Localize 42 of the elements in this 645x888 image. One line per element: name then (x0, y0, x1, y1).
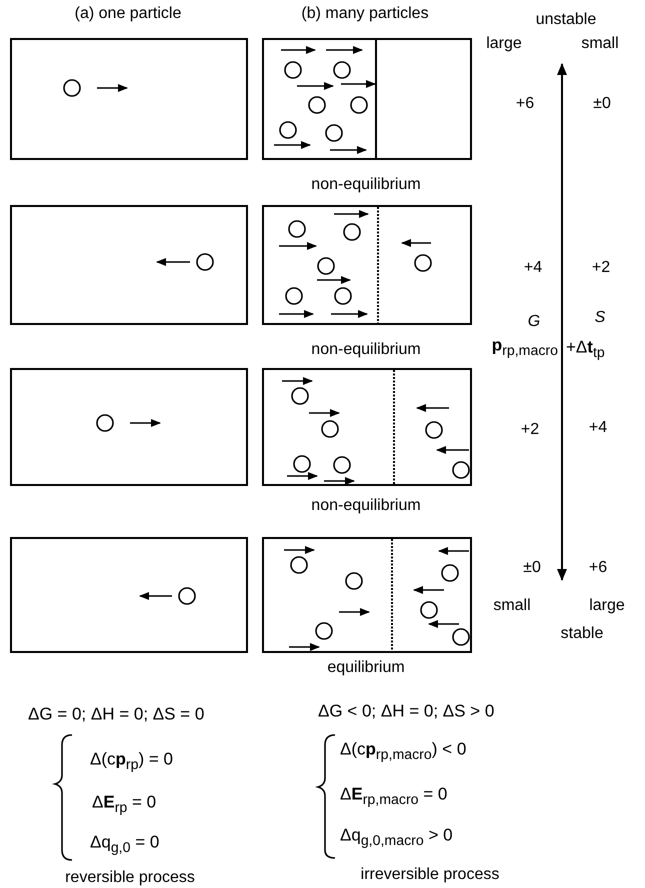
process-label: reversible process (65, 869, 195, 887)
process-label: irreversible process (360, 866, 500, 884)
equation: Δ(cp$_{rp}$) = 0 (90, 750, 174, 774)
state-label: equilibrium (327, 659, 405, 677)
value-label: ±0 (523, 559, 541, 577)
heading: (b) many particles (301, 5, 429, 23)
quantity-label: G (528, 313, 540, 331)
container-box (10, 38, 248, 160)
value-label: +6 (516, 95, 534, 113)
state-label: non-equilibrium (311, 497, 421, 515)
axis-label: small (581, 35, 619, 53)
value-label: +4 (588, 419, 608, 437)
axis-label: unstable (536, 11, 596, 29)
equation: Δq$_{g,0}$ = 0 (90, 834, 160, 856)
equation: Δq$_{g,0,macro}$ > 0 (340, 826, 453, 850)
axis-label: large (486, 35, 522, 53)
equation: ΔG < 0; ΔH = 0; ΔS > 0 (318, 702, 494, 722)
container-box (262, 205, 472, 325)
container-box (10, 537, 248, 653)
axis-label: large (589, 597, 625, 615)
value-label: +2 (520, 421, 540, 439)
container-box (262, 537, 472, 653)
value-label: ±0 (593, 95, 611, 113)
value-label: +6 (588, 559, 608, 577)
value-label: +2 (592, 259, 610, 277)
container-box (10, 368, 248, 486)
container-box (262, 38, 472, 160)
heading: (a) one particle (74, 5, 182, 23)
container-box (10, 205, 248, 325)
equation: ΔE$_{rp,macro}$ = 0 (340, 786, 448, 808)
equation: ΔE$_{rp}$ = 0 (92, 794, 156, 816)
quantity-label: p$_{rp,macro}$ (492, 336, 558, 360)
axis-label: small (493, 597, 531, 615)
equation: ΔG = 0; ΔH = 0; ΔS = 0 (28, 706, 204, 724)
quantity-label: +Δt$_{tp}$ (566, 338, 605, 362)
container-box (262, 368, 472, 486)
quantity-label: S (594, 309, 606, 327)
state-label: non-equilibrium (311, 341, 421, 359)
axis-label: stable (560, 625, 604, 643)
value-label: +4 (524, 259, 542, 277)
state-label: non-equilibrium (311, 176, 421, 194)
equation: Δ(cp$_{rp,macro}$) < 0 (340, 740, 466, 764)
